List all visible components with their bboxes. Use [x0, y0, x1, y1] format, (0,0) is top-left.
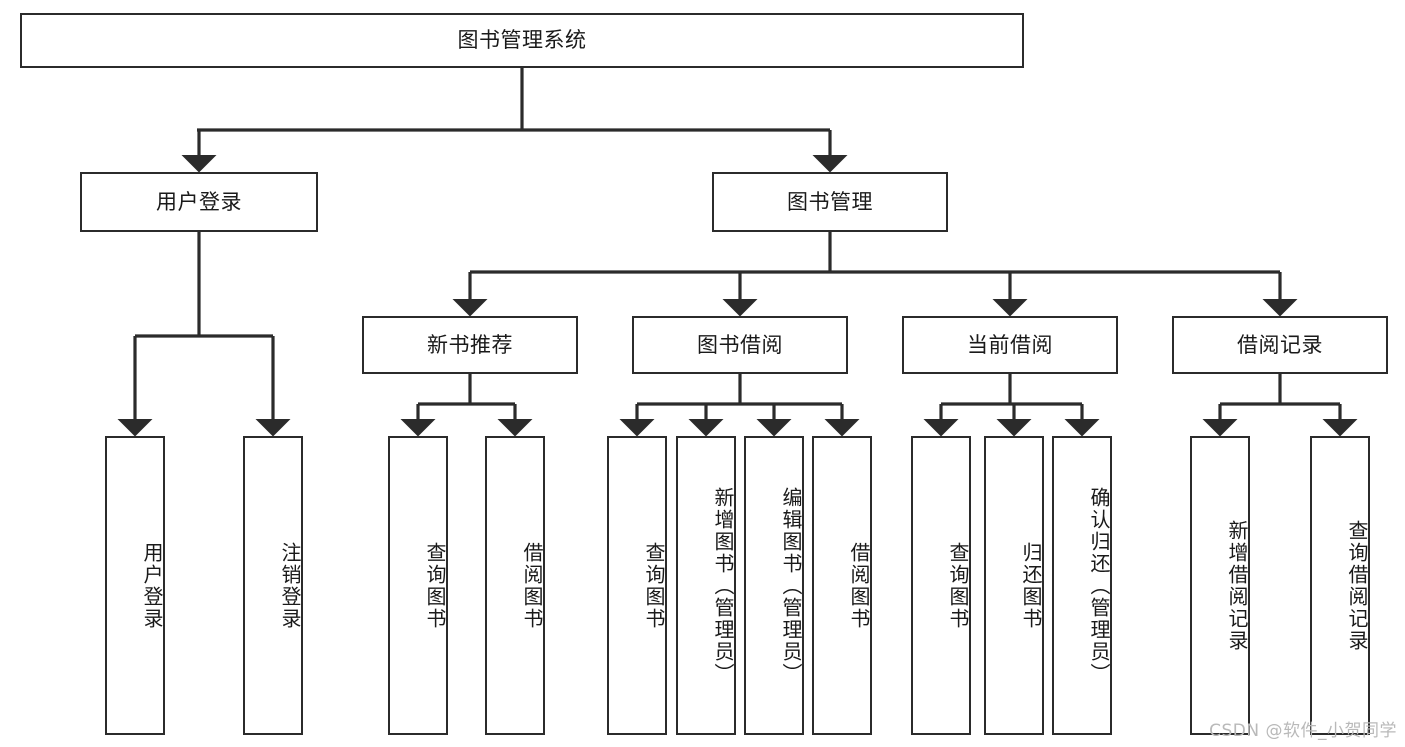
node-user-login-label: 用户登录: [156, 189, 242, 214]
leaf-add-borrow-record[interactable]: 新增借阅记录: [1190, 436, 1250, 735]
node-book-manage-label: 图书管理: [787, 189, 873, 214]
leaf-query-book-2[interactable]: 查询图书: [607, 436, 667, 735]
leaf-query-borrow-record-label: 查询借阅记录: [1345, 519, 1369, 652]
leaf-borrow-book-1[interactable]: 借阅图书: [485, 436, 545, 735]
leaf-confirm-return-label: 确认归还（管理员）: [1087, 486, 1111, 685]
leaf-add-book[interactable]: 新增图书（管理员）: [676, 436, 736, 735]
node-root-label: 图书管理系统: [457, 28, 587, 53]
leaf-borrow-book-1-label: 借阅图书: [520, 541, 544, 630]
node-new-book-recommendation-label: 新书推荐: [427, 332, 513, 357]
leaf-confirm-return[interactable]: 确认归还（管理员）: [1052, 436, 1112, 735]
leaf-query-borrow-record[interactable]: 查询借阅记录: [1310, 436, 1370, 735]
node-book-borrow[interactable]: 图书借阅: [632, 316, 848, 374]
node-root[interactable]: 图书管理系统: [20, 13, 1024, 68]
node-book-manage[interactable]: 图书管理: [712, 172, 948, 232]
leaf-query-book-2-label: 查询图书: [642, 541, 666, 630]
leaf-add-book-label: 新增图书（管理员）: [711, 486, 735, 685]
node-borrow-record-label: 借阅记录: [1237, 332, 1323, 357]
leaf-query-book-3-label: 查询图书: [946, 541, 970, 630]
leaf-logout-label: 注销登录: [278, 541, 302, 630]
leaf-edit-book-label: 编辑图书（管理员）: [779, 486, 803, 685]
leaf-borrow-book-2[interactable]: 借阅图书: [812, 436, 872, 735]
leaf-query-book-3[interactable]: 查询图书: [911, 436, 971, 735]
node-book-borrow-label: 图书借阅: [697, 332, 783, 357]
node-borrow-record[interactable]: 借阅记录: [1172, 316, 1388, 374]
leaf-user-login[interactable]: 用户登录: [105, 436, 165, 735]
node-current-borrow[interactable]: 当前借阅: [902, 316, 1118, 374]
node-user-login[interactable]: 用户登录: [80, 172, 318, 232]
leaf-query-book-1[interactable]: 查询图书: [388, 436, 448, 735]
node-new-book-recommendation[interactable]: 新书推荐: [362, 316, 578, 374]
leaf-return-book-label: 归还图书: [1019, 541, 1043, 630]
node-current-borrow-label: 当前借阅: [967, 332, 1053, 357]
leaf-borrow-book-2-label: 借阅图书: [847, 541, 871, 630]
leaf-user-login-label: 用户登录: [140, 541, 164, 630]
leaf-edit-book[interactable]: 编辑图书（管理员）: [744, 436, 804, 735]
leaf-return-book[interactable]: 归还图书: [984, 436, 1044, 735]
leaf-add-borrow-record-label: 新增借阅记录: [1225, 519, 1249, 652]
leaf-logout[interactable]: 注销登录: [243, 436, 303, 735]
leaf-query-book-1-label: 查询图书: [423, 541, 447, 630]
